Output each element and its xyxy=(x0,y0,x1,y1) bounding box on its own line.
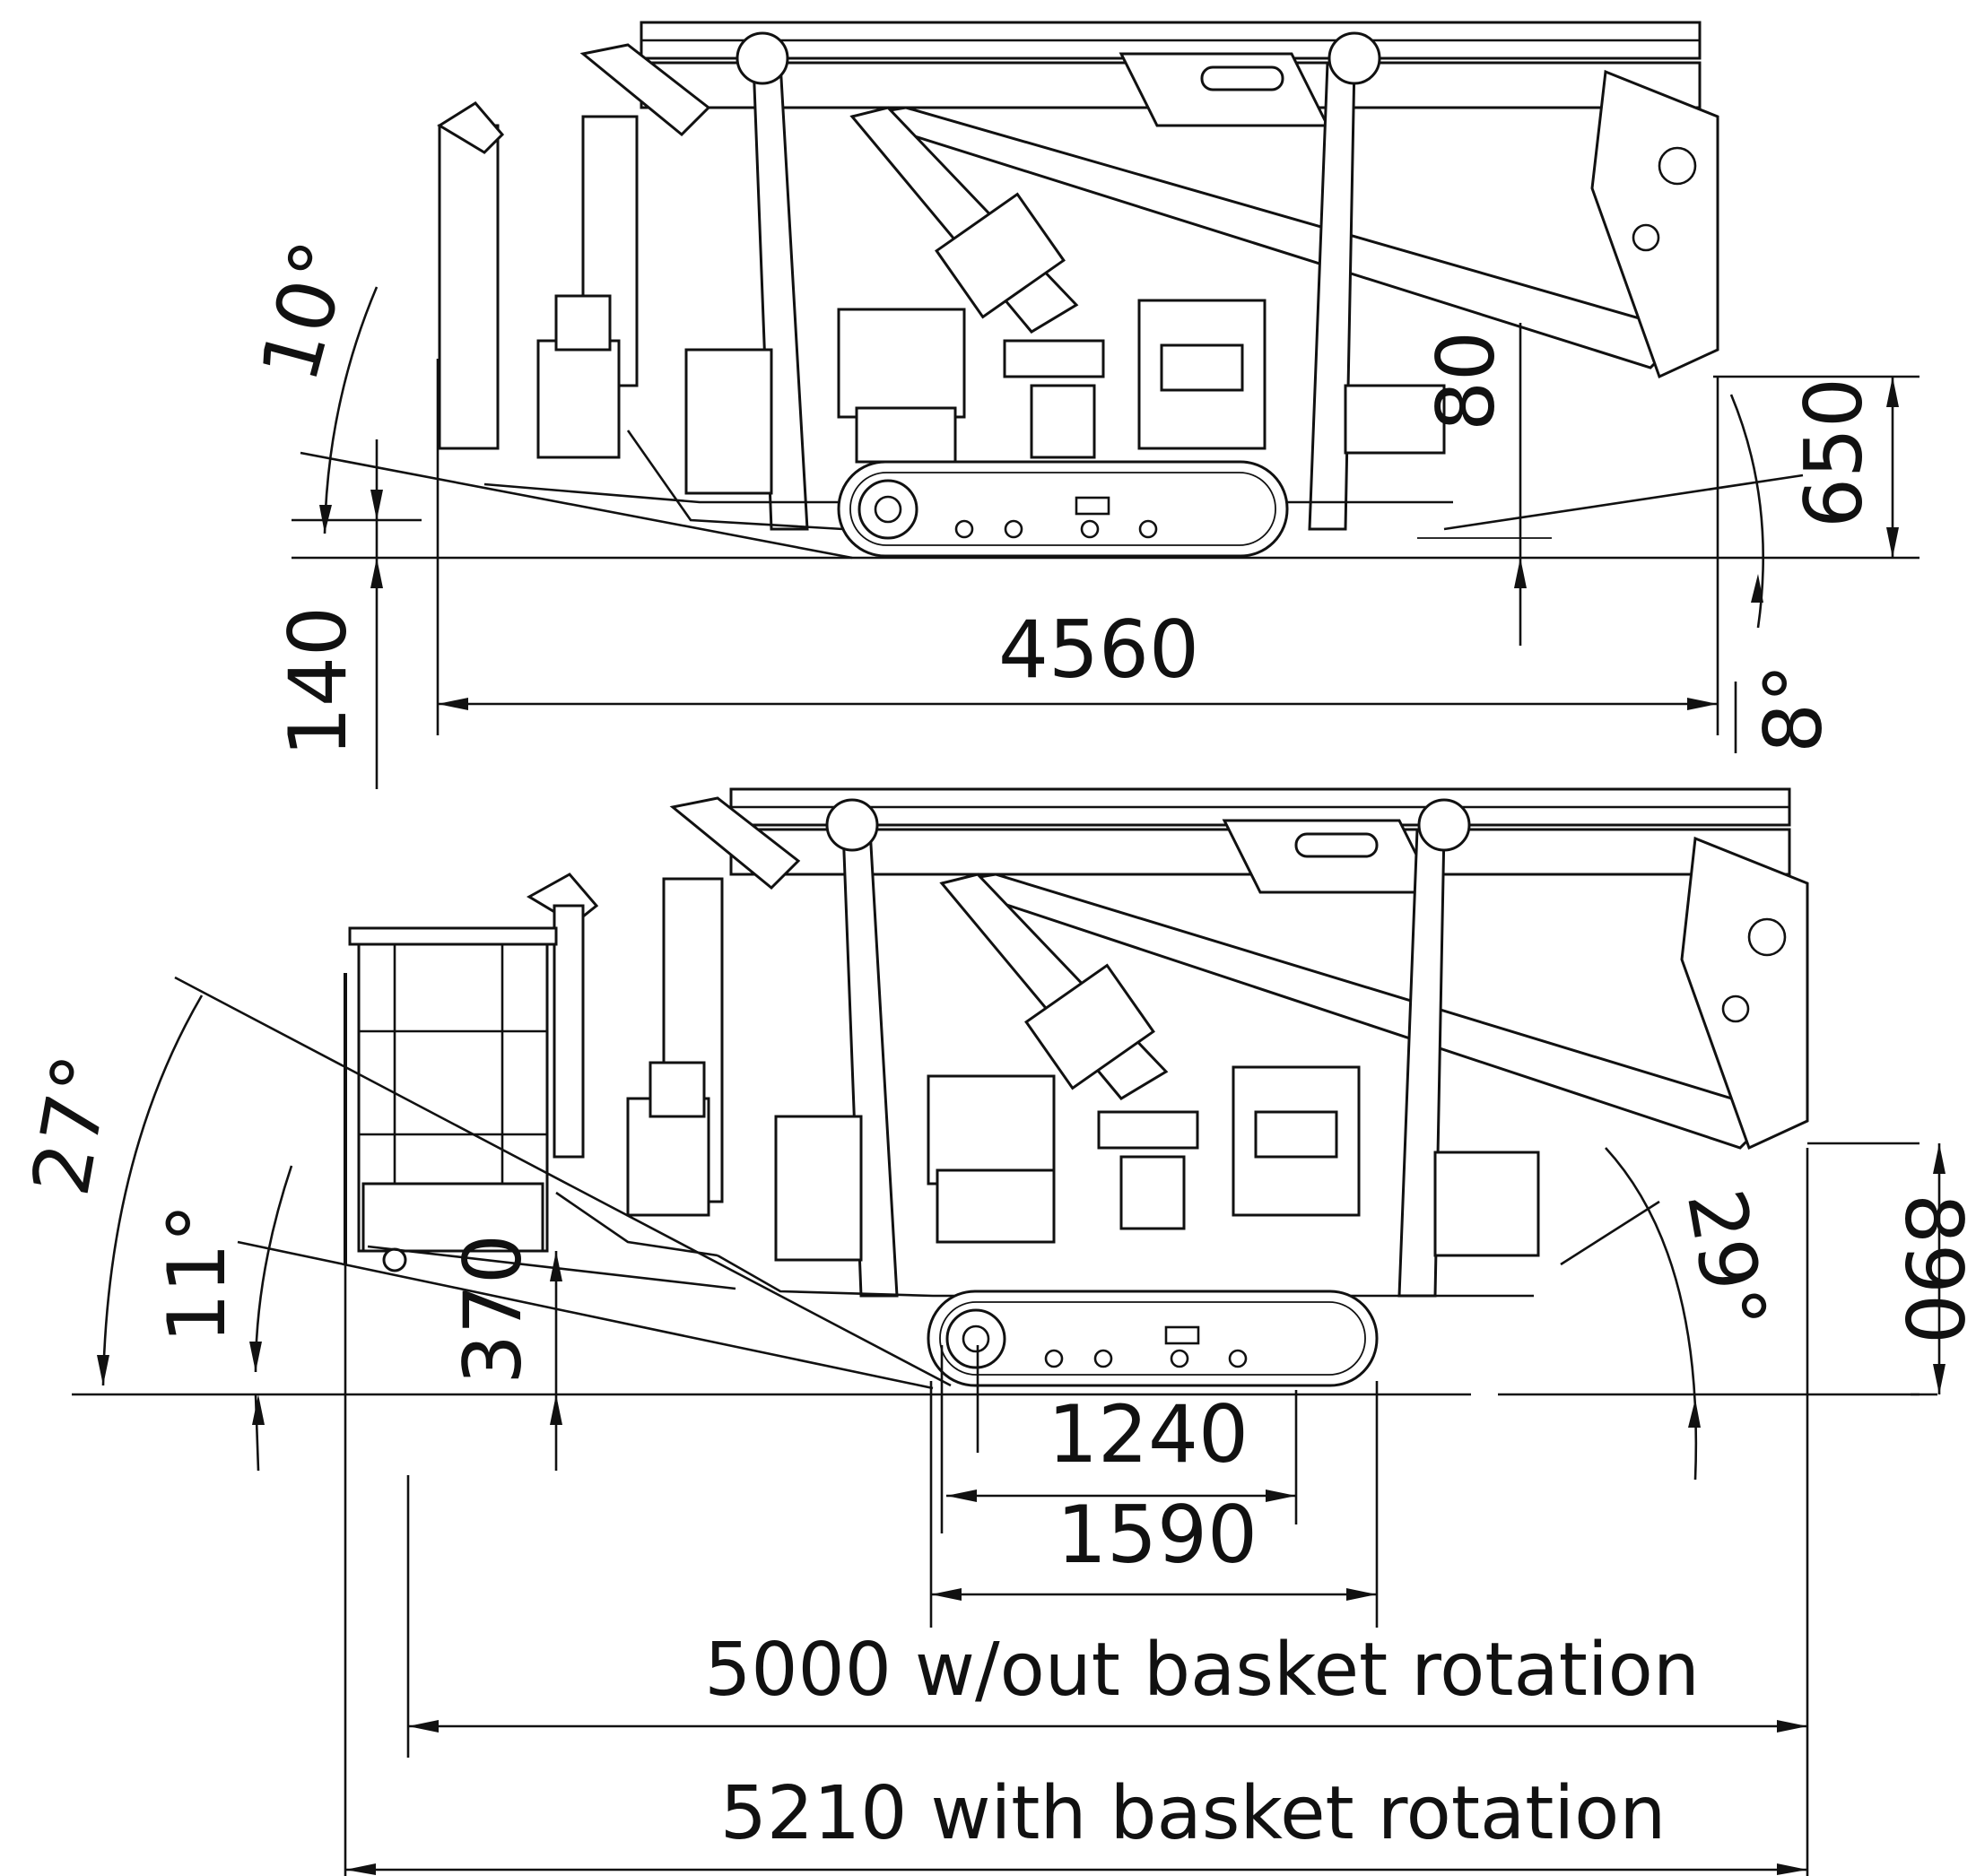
bottom-machine-drawing xyxy=(72,787,1919,1396)
bottom-dimension-lines xyxy=(97,973,1946,1876)
dim-angle-inner: 11° xyxy=(151,1203,243,1343)
dim-angle-rear-29: 29° xyxy=(1669,1183,1785,1337)
dim-track-outer: 1590 xyxy=(1057,1489,1258,1581)
dim-angle-rear: 8° xyxy=(1747,664,1840,753)
dim-rear-height-890: 890 xyxy=(1887,1194,1976,1344)
dim-ground-clearance: 140 xyxy=(272,606,364,757)
dim-length-with-rotation: 5210 with basket rotation xyxy=(720,1771,1667,1856)
dim-basket-height: 370 xyxy=(447,1234,539,1385)
top-dimension-lines xyxy=(292,286,1919,789)
dim-overall-length: 4560 xyxy=(998,604,1199,696)
dim-front-small: 80 xyxy=(1420,331,1512,431)
dim-length-without-rotation: 5000 w/out basket rotation xyxy=(704,1628,1700,1713)
dim-angle-outer: 27° xyxy=(14,1048,130,1203)
top-machine-drawing xyxy=(292,21,1919,560)
top-dimension-labels: 4560 140 650 80 10° 8° xyxy=(243,231,1880,757)
dim-track-inner: 1240 xyxy=(1048,1388,1249,1481)
dim-rear-height: 650 xyxy=(1788,378,1880,528)
